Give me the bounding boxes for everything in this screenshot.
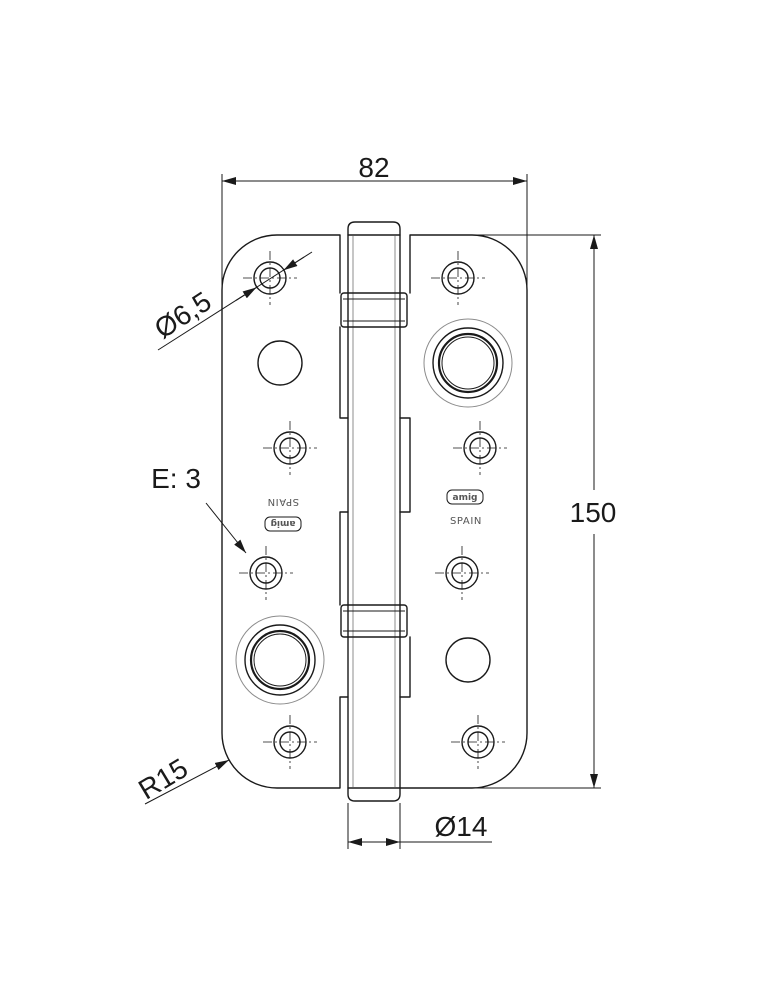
stud-hole-collar: [432, 327, 504, 399]
pin-top-cap: [347, 221, 401, 236]
right-leaf-stamp: amig SPAIN: [446, 489, 484, 527]
countersink-outer-circle: [273, 431, 307, 465]
countersink-outer-circle: [441, 261, 475, 295]
lower-washer: [340, 604, 408, 638]
stud-hole-bore: [441, 336, 495, 390]
upper-washer: [340, 292, 408, 328]
hole-diameter-arrow-inner: [283, 256, 305, 271]
countersink-outer-circle: [253, 261, 287, 295]
thickness-leader: [205, 502, 247, 554]
countersink-outer-circle: [273, 725, 307, 759]
left-leaf: [221, 234, 349, 789]
stud-hole-bore: [253, 633, 307, 687]
stud-hole-outer-ring: [235, 615, 325, 705]
stud-hole-outer-ring: [423, 318, 513, 408]
stud-hole-rim: [249, 629, 311, 691]
pin-bottom-cap: [347, 787, 401, 802]
country-stamp: SPAIN: [267, 496, 299, 507]
corner-radius-leader: [144, 759, 230, 805]
height-dimension: 150: [472, 234, 617, 789]
countersink-inner-circle: [451, 562, 473, 584]
screw-holes: [235, 251, 513, 769]
width-dimension-label: 82: [358, 152, 389, 183]
upper-washer-body: [340, 292, 408, 328]
countersunk-screw-hole: [453, 421, 507, 475]
countersink-inner-circle: [279, 437, 301, 459]
country-stamp: SPAIN: [450, 516, 482, 527]
security-stud-hole: [423, 318, 513, 408]
countersunk-screw-hole: [451, 715, 505, 769]
left-leaf-outline: [221, 234, 349, 789]
logo-badge: [264, 516, 302, 532]
thickness-callout: E: 3: [151, 463, 247, 554]
countersunk-screw-hole: [435, 546, 489, 600]
logo-lettering: amig: [271, 518, 296, 528]
countersink-outer-circle: [461, 725, 495, 759]
thickness-label: E: 3: [151, 463, 201, 494]
security-stud-hole: [235, 615, 325, 705]
countersink-inner-circle: [447, 267, 469, 289]
logo-lettering: amig: [453, 493, 478, 503]
plain-hole: [257, 340, 303, 386]
countersink-outer-circle: [463, 431, 497, 465]
pin-diameter-dimension: Ø14: [347, 803, 492, 849]
countersunk-screw-hole: [239, 546, 293, 600]
left-leaf-stamp: amig SPAIN: [264, 496, 302, 532]
height-dimension-label: 150: [570, 497, 617, 528]
left-logo: amig: [264, 516, 302, 532]
countersink-inner-circle: [255, 562, 277, 584]
countersink-inner-circle: [467, 731, 489, 753]
right-logo: amig: [446, 489, 484, 505]
countersink-outer-circle: [249, 556, 283, 590]
hole-diameter-arrow-outer: [235, 286, 257, 301]
countersunk-screw-hole: [431, 251, 485, 305]
pin-diameter-label: Ø14: [435, 811, 488, 842]
countersink-inner-circle: [469, 437, 491, 459]
lower-washer-body: [340, 604, 408, 638]
plain-hole: [445, 637, 491, 683]
countersink-inner-circle: [259, 267, 281, 289]
stud-hole-collar: [244, 624, 316, 696]
countersunk-screw-hole: [263, 715, 317, 769]
countersunk-screw-hole: [263, 421, 317, 475]
countersink-inner-circle: [279, 731, 301, 753]
width-dimension: 82: [221, 152, 528, 290]
countersink-outer-circle: [445, 556, 479, 590]
logo-badge: [446, 489, 484, 505]
countersunk-screw-hole: [243, 251, 297, 305]
stud-hole-rim: [437, 332, 499, 394]
